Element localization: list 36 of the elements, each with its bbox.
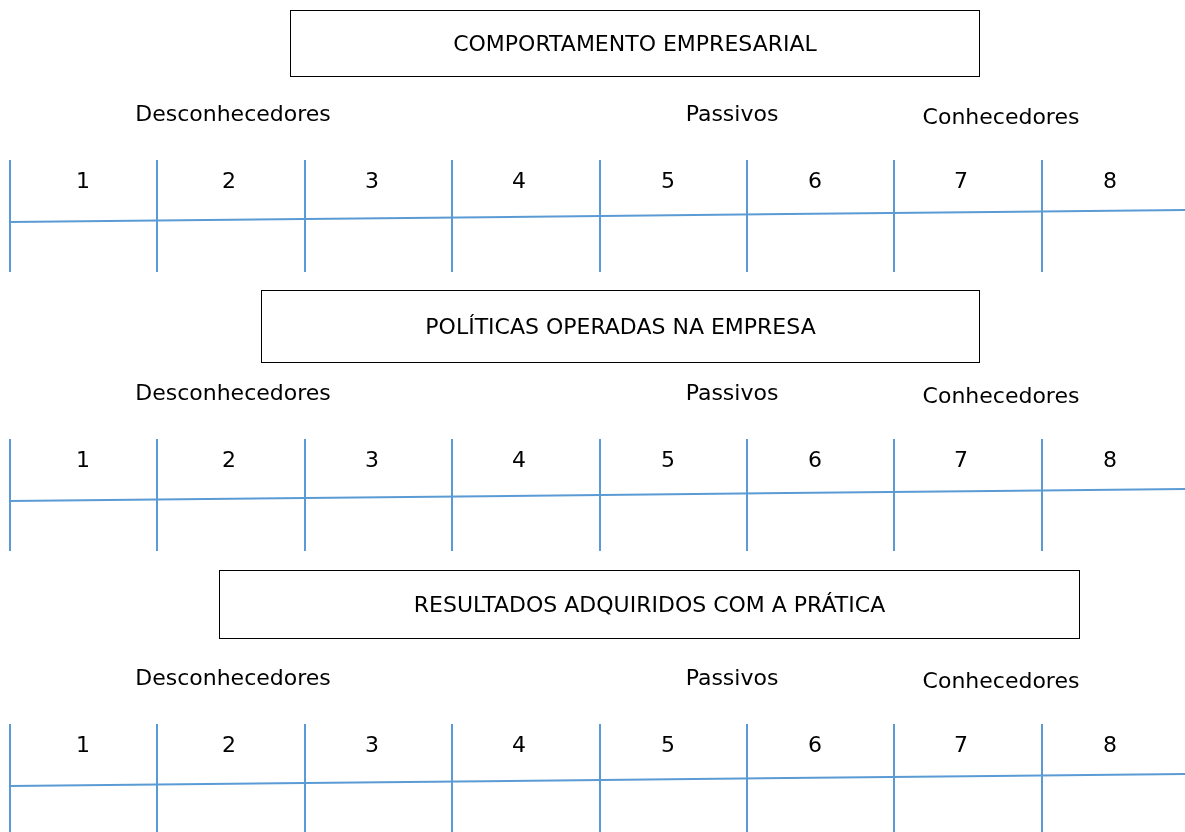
scale-number: 2 (222, 731, 236, 757)
category-label: Passivos (685, 664, 779, 690)
scale-number: 8 (1103, 731, 1117, 757)
scale-number: 3 (365, 446, 379, 472)
scale-number: 1 (76, 731, 90, 757)
category-label: Conhecedores (922, 382, 1080, 408)
title-box: RESULTADOS ADQUIRIDOS COM A PRÁTICA (219, 570, 1080, 639)
category-label: Conhecedores (922, 103, 1080, 129)
scale-number: 3 (365, 731, 379, 757)
category-label: Desconhecedores (135, 379, 331, 405)
scale-number: 5 (661, 167, 675, 193)
scale-number: 1 (76, 446, 90, 472)
scale-number: 7 (954, 446, 968, 472)
title-box: POLÍTICAS OPERADAS NA EMPRESA (261, 290, 980, 363)
scale-number: 6 (808, 446, 822, 472)
scale-number: 2 (222, 446, 236, 472)
scale-number: 8 (1103, 167, 1117, 193)
scale-number: 6 (808, 167, 822, 193)
scale-number: 2 (222, 167, 236, 193)
category-label: Desconhecedores (135, 100, 331, 126)
category-label: Passivos (685, 100, 779, 126)
category-label: Passivos (685, 379, 779, 405)
scale-number: 4 (512, 167, 526, 193)
scale-number: 6 (808, 731, 822, 757)
scale-number: 3 (365, 167, 379, 193)
category-label: Desconhecedores (135, 664, 331, 690)
scale-number: 7 (954, 167, 968, 193)
scale-number: 4 (512, 446, 526, 472)
scale-number: 5 (661, 731, 675, 757)
category-label: Conhecedores (922, 667, 1080, 693)
scale-number: 1 (76, 167, 90, 193)
scale-number: 8 (1103, 446, 1117, 472)
scale-number: 5 (661, 446, 675, 472)
scale-number: 7 (954, 731, 968, 757)
scale-number: 4 (512, 731, 526, 757)
title-box: COMPORTAMENTO EMPRESARIAL (290, 10, 980, 77)
